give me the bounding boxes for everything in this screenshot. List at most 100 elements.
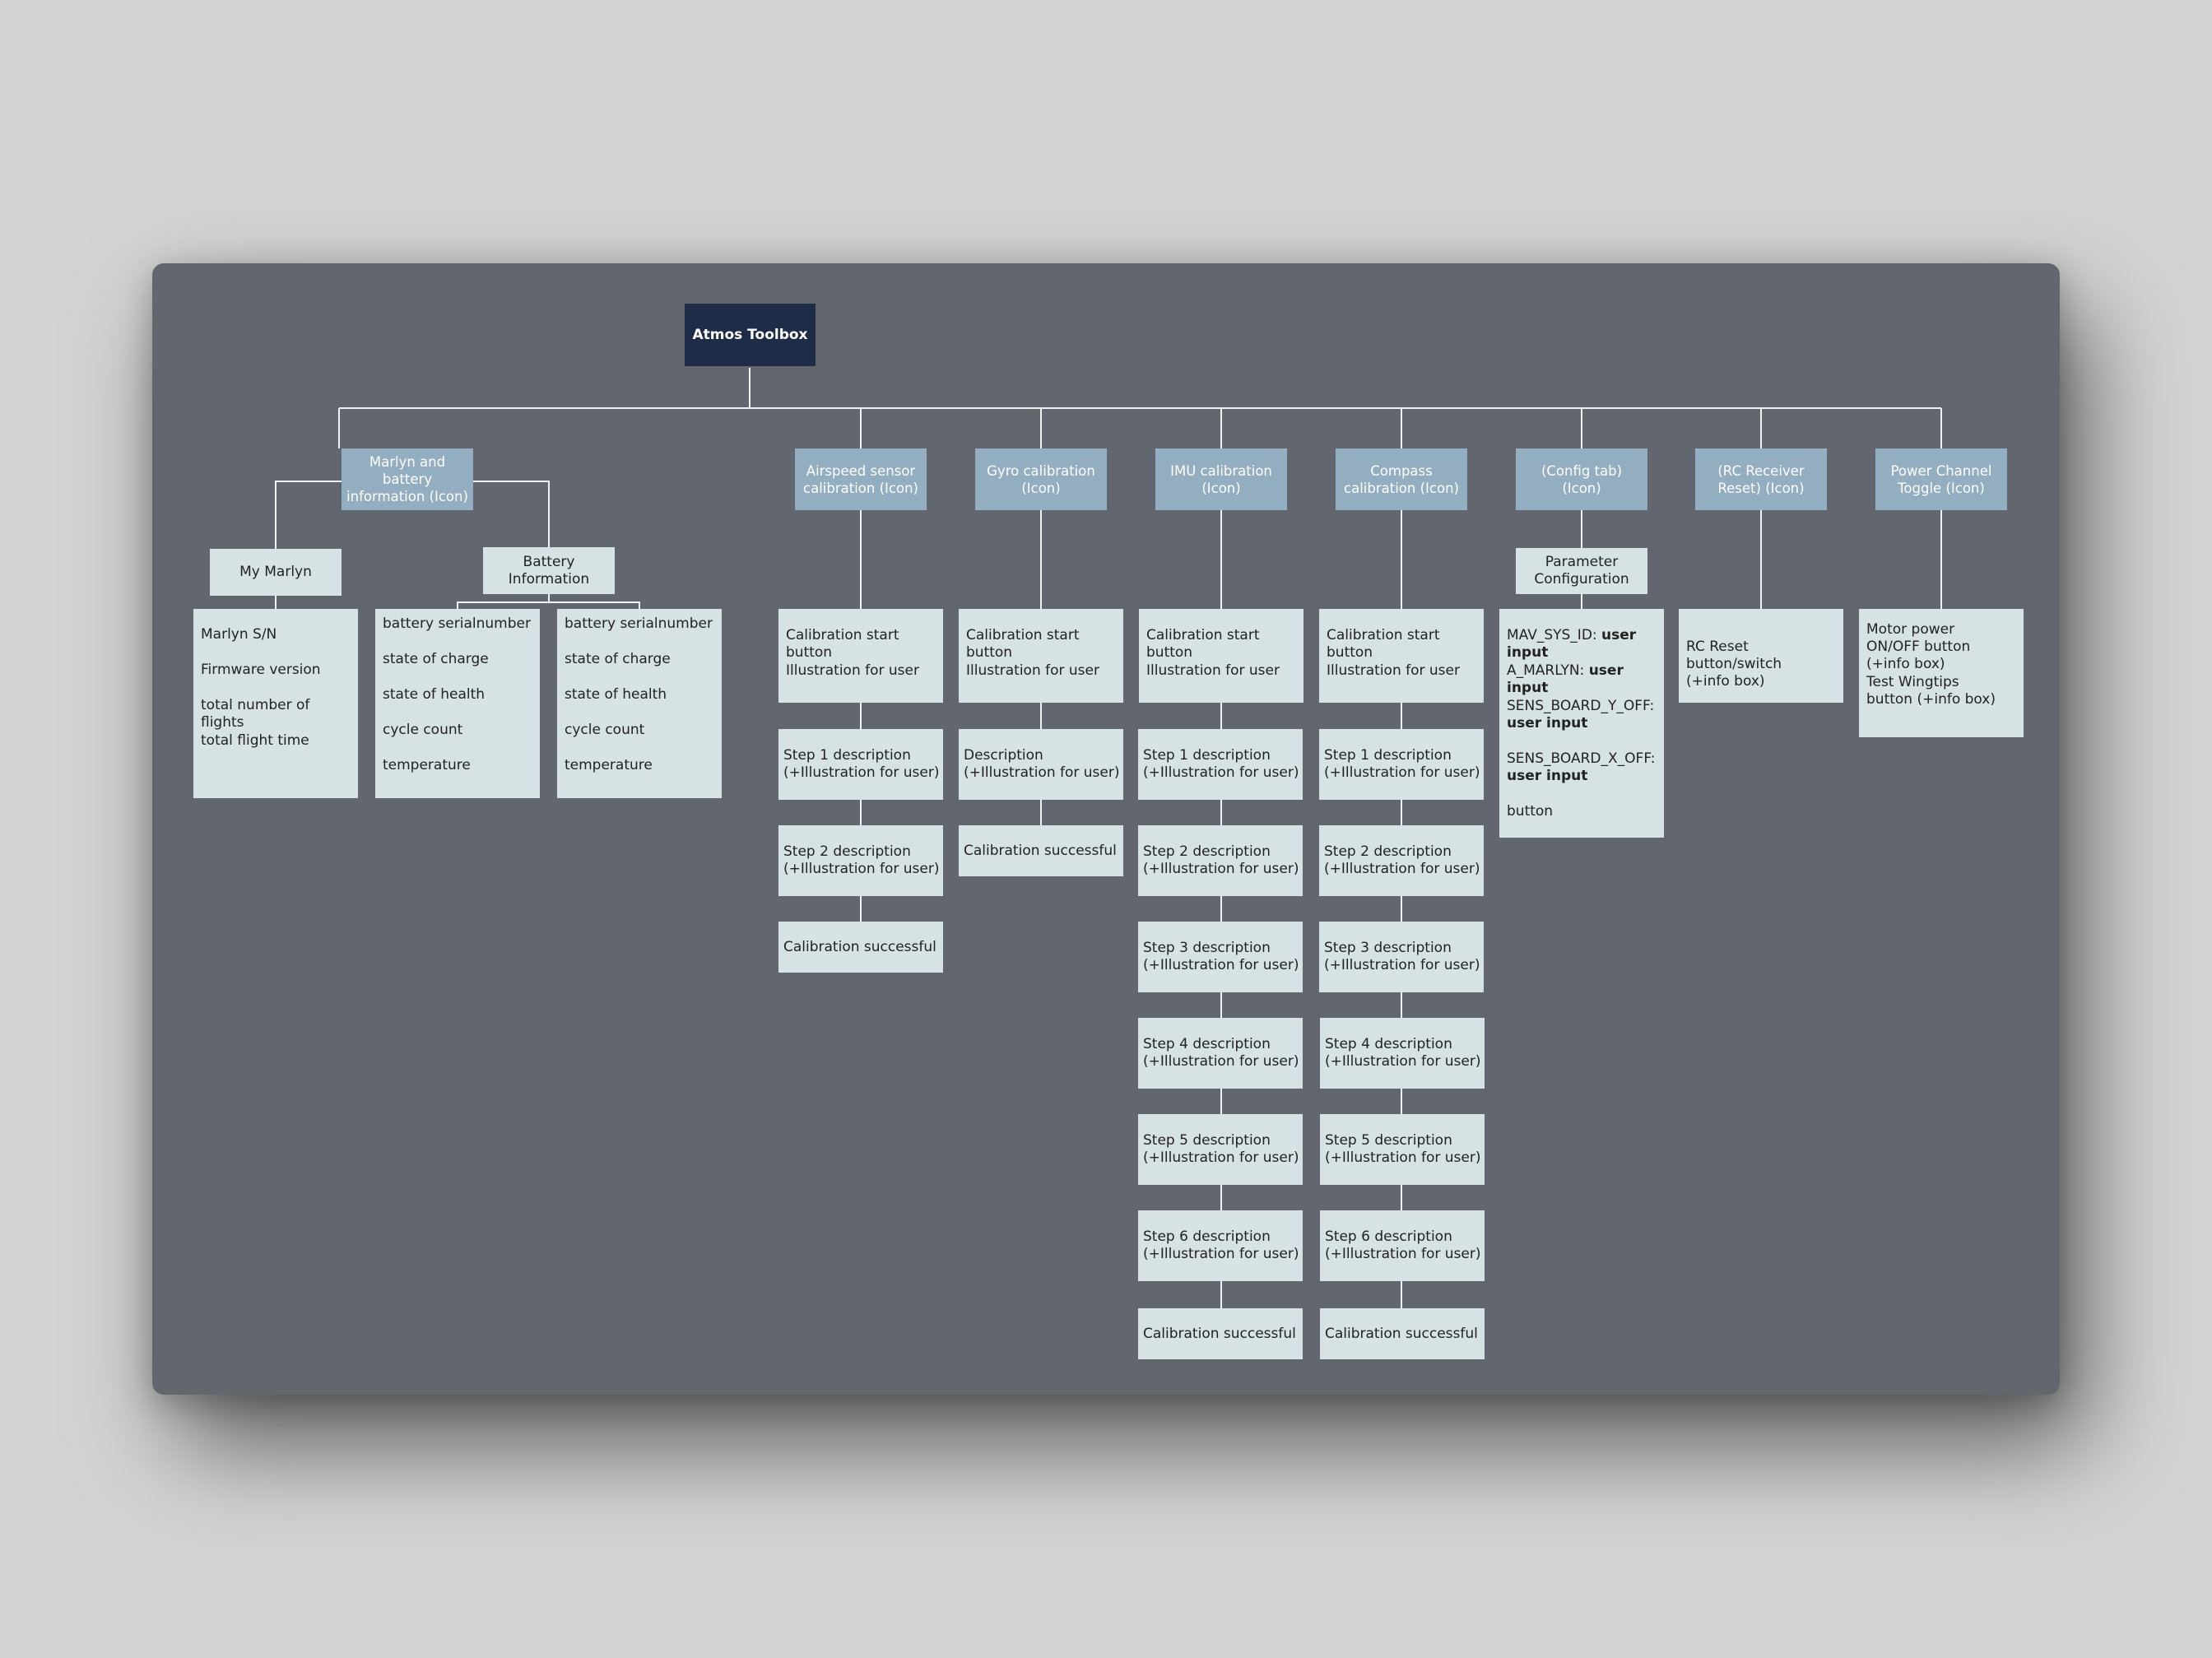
illustration-label: Illustration for user xyxy=(1327,662,1460,679)
category-label: Marlyn and battery information (Icon) xyxy=(346,454,468,504)
step-title: Step 6 description xyxy=(1143,1228,1271,1245)
parameter-configuration-node: Parameter Configuration xyxy=(1516,548,1647,594)
category-airspeed[interactable]: Airspeed sensor calibration (Icon) xyxy=(795,448,927,510)
step-note: (+Illustration for user) xyxy=(783,764,940,781)
detail-item: battery serialnumber xyxy=(383,615,531,632)
compass-step-3: Step 3 description (+Illustration for us… xyxy=(1319,922,1484,992)
category-imu[interactable]: IMU calibration (Icon) xyxy=(1155,448,1287,510)
illustration-label: Illustration for user xyxy=(1146,662,1280,679)
success-label: Calibration successful xyxy=(1325,1325,1478,1342)
step-note: (+Illustration for user) xyxy=(1324,764,1480,781)
airspeed-step-2: Step 2 description (+Illustration for us… xyxy=(778,825,943,896)
step-title: Description xyxy=(964,747,1043,764)
param-sens-board-y-off: SENS_BOARD_Y_OFF: user input xyxy=(1507,698,1657,750)
calibration-start-button-label: Calibration start button xyxy=(786,627,899,661)
param-user-input[interactable]: user input xyxy=(1507,662,1624,696)
detail-item: Firmware version xyxy=(201,662,321,678)
detail-item: state of charge xyxy=(383,651,489,667)
calibration-start-button-label: Calibration start button xyxy=(966,627,1080,661)
detail-item: total flight time xyxy=(201,732,309,749)
param-user-input[interactable]: user input xyxy=(1507,715,1588,731)
step-note: (+Illustration for user) xyxy=(964,764,1120,781)
compass-calibration-start[interactable]: Calibration start button Illustration fo… xyxy=(1319,609,1484,703)
gyro-success: Calibration successful xyxy=(959,825,1123,876)
calibration-start-button-label: Calibration start button xyxy=(1327,627,1440,661)
detail-item: temperature xyxy=(565,757,653,773)
my-marlyn-details: Marlyn S/N Firmware version total number… xyxy=(193,609,358,798)
detail-item: battery serialnumber xyxy=(565,615,713,632)
step-title: Step 5 description xyxy=(1143,1132,1271,1149)
compass-step-6: Step 6 description (+Illustration for us… xyxy=(1320,1210,1485,1281)
gyro-description: Description (+Illustration for user) xyxy=(959,729,1123,800)
test-wingtips-button[interactable]: Test Wingtips button (+info box) xyxy=(1866,674,1996,708)
param-name: SENS_BOARD_X_OFF: xyxy=(1507,750,1656,767)
param-name: A_MARLYN: xyxy=(1507,662,1585,679)
detail-item: cycle count xyxy=(383,722,463,738)
battery-information-node: Battery Information xyxy=(483,547,615,594)
imu-step-5: Step 5 description (+Illustration for us… xyxy=(1138,1114,1303,1185)
detail-item: state of charge xyxy=(565,651,671,667)
category-compass[interactable]: Compass calibration (Icon) xyxy=(1336,448,1467,510)
airspeed-step-1: Step 1 description (+Illustration for us… xyxy=(778,729,943,800)
detail-item: state of health xyxy=(383,686,486,703)
success-label: Calibration successful xyxy=(1143,1325,1296,1342)
category-label: Compass calibration (Icon) xyxy=(1344,462,1459,496)
param-sens-board-x-off: SENS_BOARD_X_OFF: user input xyxy=(1507,750,1657,803)
detail-item: state of health xyxy=(565,686,667,703)
illustration-label: Illustration for user xyxy=(966,662,1099,679)
node-label: Parameter Configuration xyxy=(1534,554,1629,587)
gyro-calibration-start[interactable]: Calibration start button Illustration fo… xyxy=(959,609,1123,703)
param-user-input[interactable]: user input xyxy=(1507,768,1588,784)
step-note: (+Illustration for user) xyxy=(783,861,940,877)
rc-reset-label: RC Reset button/switch (+info box) xyxy=(1686,639,1782,690)
success-label: Calibration successful xyxy=(964,842,1117,859)
param-mav-sys-id: MAV_SYS_ID: user input xyxy=(1507,627,1657,662)
step-title: Step 4 description xyxy=(1143,1036,1271,1052)
step-note: (+Illustration for user) xyxy=(1143,861,1299,877)
power-toggle-node: Motor power ON/OFF button (+info box) Te… xyxy=(1859,609,2024,737)
compass-step-1: Step 1 description (+Illustration for us… xyxy=(1319,729,1484,800)
airspeed-calibration-start[interactable]: Calibration start button Illustration fo… xyxy=(778,609,943,703)
category-marlyn-battery[interactable]: Marlyn and battery information (Icon) xyxy=(342,448,473,510)
compass-step-5: Step 5 description (+Illustration for us… xyxy=(1320,1114,1485,1185)
param-name: MAV_SYS_ID: xyxy=(1507,627,1597,643)
category-label: (RC Receiver Reset) (Icon) xyxy=(1717,462,1805,496)
config-button[interactable]: button xyxy=(1507,803,1554,820)
step-title: Step 3 description xyxy=(1143,940,1271,956)
rc-reset-node[interactable]: RC Reset button/switch (+info box) xyxy=(1679,609,1843,703)
category-gyro[interactable]: Gyro calibration (Icon) xyxy=(975,448,1107,510)
category-rc-receiver-reset[interactable]: (RC Receiver Reset) (Icon) xyxy=(1695,448,1827,510)
root-label: Atmos Toolbox xyxy=(692,326,808,343)
step-title: Step 5 description xyxy=(1325,1132,1452,1149)
step-note: (+Illustration for user) xyxy=(1325,1246,1481,1262)
imu-calibration-start[interactable]: Calibration start button Illustration fo… xyxy=(1139,609,1304,703)
parameter-list: MAV_SYS_ID: user input A_MARLYN: user in… xyxy=(1499,609,1664,838)
step-note: (+Illustration for user) xyxy=(1143,1053,1299,1070)
battery-2-details: battery serialnumber state of charge sta… xyxy=(557,609,722,798)
compass-step-2: Step 2 description (+Illustration for us… xyxy=(1319,825,1484,896)
battery-1-details: battery serialnumber state of charge sta… xyxy=(375,609,540,798)
step-note: (+Illustration for user) xyxy=(1325,1053,1481,1070)
detail-item: cycle count xyxy=(565,722,645,738)
category-power-channel-toggle[interactable]: Power Channel Toggle (Icon) xyxy=(1875,448,2007,510)
step-note: (+Illustration for user) xyxy=(1143,1149,1299,1166)
step-note: (+Illustration for user) xyxy=(1324,861,1480,877)
step-title: Step 2 description xyxy=(783,843,911,860)
step-title: Step 6 description xyxy=(1325,1228,1452,1245)
root-node: Atmos Toolbox xyxy=(685,304,816,366)
motor-power-toggle[interactable]: Motor power ON/OFF button (+info box) xyxy=(1866,621,1971,672)
step-title: Step 1 description xyxy=(783,747,911,764)
param-user-input[interactable]: user input xyxy=(1507,627,1637,661)
step-note: (+Illustration for user) xyxy=(1143,957,1299,973)
category-config-tab[interactable]: (Config tab) (Icon) xyxy=(1516,448,1647,510)
node-label: My Marlyn xyxy=(239,564,312,580)
my-marlyn-node: My Marlyn xyxy=(210,549,342,596)
imu-step-1: Step 1 description (+Illustration for us… xyxy=(1138,729,1303,800)
step-note: (+Illustration for user) xyxy=(1143,764,1299,781)
param-a-marlyn: A_MARLYN: user input xyxy=(1507,662,1657,698)
imu-step-4: Step 4 description (+Illustration for us… xyxy=(1138,1018,1303,1089)
imu-step-2: Step 2 description (+Illustration for us… xyxy=(1138,825,1303,896)
category-label: IMU calibration (Icon) xyxy=(1170,462,1272,496)
airspeed-success: Calibration successful xyxy=(778,922,943,973)
imu-step-6: Step 6 description (+Illustration for us… xyxy=(1138,1210,1303,1281)
